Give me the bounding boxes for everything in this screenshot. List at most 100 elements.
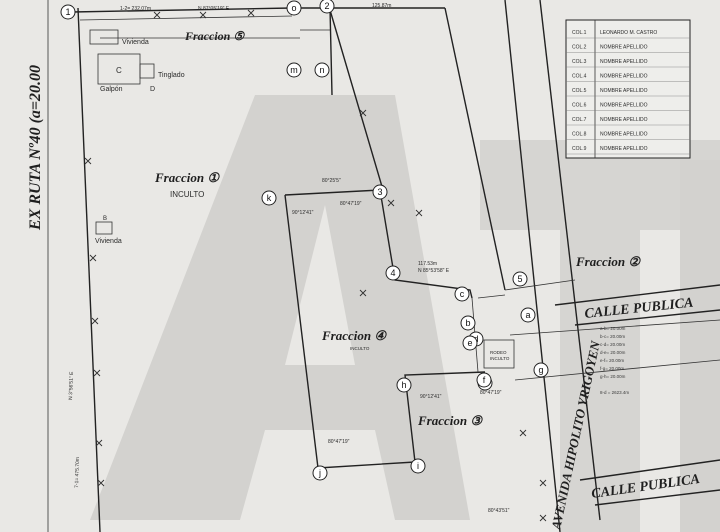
left-bearing: N 3°56'51" E (68, 371, 75, 400)
angle-f: 80°47'19" (480, 390, 502, 396)
owners-row-col: COL.7 (572, 117, 587, 123)
dims-list: a-b= 20.00m b-c= 20.00m c-d= 20.00m d-e=… (600, 326, 629, 395)
survey-point-marker (396, 377, 412, 393)
fraction-4: Fraccion ④ (321, 328, 387, 343)
owners-row-text: NOMBRE APELLIDO (600, 45, 648, 51)
owners-row-text: NOMBRE APELLIDO (600, 132, 648, 138)
survey-point-label: g (538, 365, 543, 375)
survey-point-marker (286, 0, 302, 16)
label-b: B (103, 216, 107, 222)
svg-text:g-h= 20.00m: g-h= 20.00m (600, 374, 626, 379)
survey-point-marker (520, 307, 536, 323)
survey-point-label: 2 (324, 1, 329, 11)
dim-4b: 117.53m (418, 261, 437, 267)
survey-points: 12345khijlgabcdefmno (60, 0, 549, 481)
survey-point-marker (410, 458, 426, 474)
owners-row-col: COL.5 (572, 88, 587, 94)
owners-row-text: NOMBRE APELLIDO (600, 103, 648, 109)
owners-row-text: NOMBRE APELLIDO (600, 74, 648, 80)
angle-3b: 80°47'19" (340, 201, 362, 207)
dim-top-2: 125.87m (372, 3, 391, 9)
survey-point-label: j (318, 468, 321, 478)
survey-point-marker (476, 372, 492, 388)
dim-ref-u: 8-d = 2623.4m (600, 390, 629, 395)
label-inculto-small: INCULTO (490, 356, 510, 361)
fraction-4-sub: INCULTO (350, 346, 370, 351)
survey-point-label: m (290, 65, 298, 75)
label-galpon: Galpón (100, 86, 123, 93)
survey-point-marker (533, 362, 549, 378)
left-len: 7-1= 475.70m (74, 457, 81, 488)
owners-row-col: COL.4 (572, 74, 587, 80)
building-vivienda-b (95, 221, 113, 235)
owners-row-text: NOMBRE APELLIDO (600, 117, 648, 123)
survey-point-label: 5 (517, 274, 522, 284)
fraction-1-sub: INCULTO (170, 190, 204, 199)
survey-point-marker (261, 190, 277, 206)
survey-point-label: k (267, 193, 272, 203)
svg-text:c-d= 20.00m: c-d= 20.00m (600, 342, 625, 347)
owners-row-col: COL.1 (572, 30, 587, 36)
svg-text:a-b= 20.00m: a-b= 20.00m (600, 326, 626, 331)
owners-row-text: NOMBRE APELLIDO (600, 146, 648, 152)
label-c: C (116, 66, 122, 75)
survey-point-marker (312, 465, 328, 481)
fraction-1: Fraccion ① (154, 170, 220, 185)
bottom-angle: 80°43'51" (488, 508, 510, 514)
survey-point-label: e (467, 338, 472, 348)
owners-row-col: COL.2 (572, 45, 587, 51)
angle-3: 80°25'5" (322, 178, 341, 184)
owners-row-col: COL.3 (572, 59, 587, 65)
svg-text:b-c= 20.00m: b-c= 20.00m (600, 334, 625, 339)
survey-point-label: o (291, 3, 296, 13)
angle-h: 90°12'41" (420, 394, 442, 400)
survey-point-marker (286, 62, 302, 78)
fraction-2: Fraccion ② (575, 254, 641, 269)
survey-point-marker (319, 0, 335, 14)
fraction-3: Fraccion ③ (417, 413, 483, 428)
label-vivienda-a: Vivienda (122, 39, 149, 46)
building-vivienda-a (89, 29, 119, 45)
owners-row-text: NOMBRE APELLIDO (600, 88, 648, 94)
svg-text:d-e= 20.00m: d-e= 20.00m (600, 350, 626, 355)
survey-point-label: 1 (65, 7, 70, 17)
survey-point-label: 4 (390, 268, 395, 278)
survey-point-label: n (319, 65, 324, 75)
svg-text:f-g= 20.00m: f-g= 20.00m (600, 366, 624, 371)
survey-point-label: b (465, 318, 470, 328)
owners-row-col: COL.9 (572, 146, 587, 152)
label-d: D (150, 86, 155, 93)
survey-point-marker (372, 184, 388, 200)
survey-point-label: i (417, 461, 419, 471)
label-tinglado: Tinglado (158, 72, 185, 79)
svg-text:e-f= 20.00m: e-f= 20.00m (600, 358, 624, 363)
owners-row-text: LEONARDO M. CASTRO (600, 30, 657, 36)
survey-point-label: a (525, 310, 530, 320)
road-left-label: EX RUTA Nº40 (a=20.00 (27, 65, 44, 231)
dim-top-bearing: N 87°05'19" E (198, 6, 230, 12)
owners-row-col: COL.6 (572, 103, 587, 109)
survey-point-marker (462, 335, 478, 351)
angle-l: 80°47'19" (328, 439, 350, 445)
survey-point-marker (385, 265, 401, 281)
survey-point-marker (60, 4, 76, 20)
fence-ticks (84, 9, 547, 522)
survey-point-label: c (460, 289, 465, 299)
fraction-5: Fraccion ⑤ (184, 29, 245, 43)
dim-top-1: 1-2= 232.07m (120, 6, 151, 12)
label-vivienda-b: Vivienda (95, 238, 122, 245)
survey-point-marker (460, 315, 476, 331)
survey-point-marker (314, 62, 330, 78)
owners-row-text: NOMBRE APELLIDO (600, 59, 648, 65)
owners-row-col: COL.8 (572, 132, 587, 138)
angle-k: 90°12'41" (292, 210, 314, 216)
survey-point-label: 3 (377, 187, 382, 197)
survey-point-label: h (401, 380, 406, 390)
survey-point-marker (454, 286, 470, 302)
label-rodeo: RODEO (490, 350, 507, 355)
survey-point-label: f (483, 375, 486, 385)
dim-4: N 85°53'58" E (418, 268, 450, 274)
survey-point-marker (512, 271, 528, 287)
